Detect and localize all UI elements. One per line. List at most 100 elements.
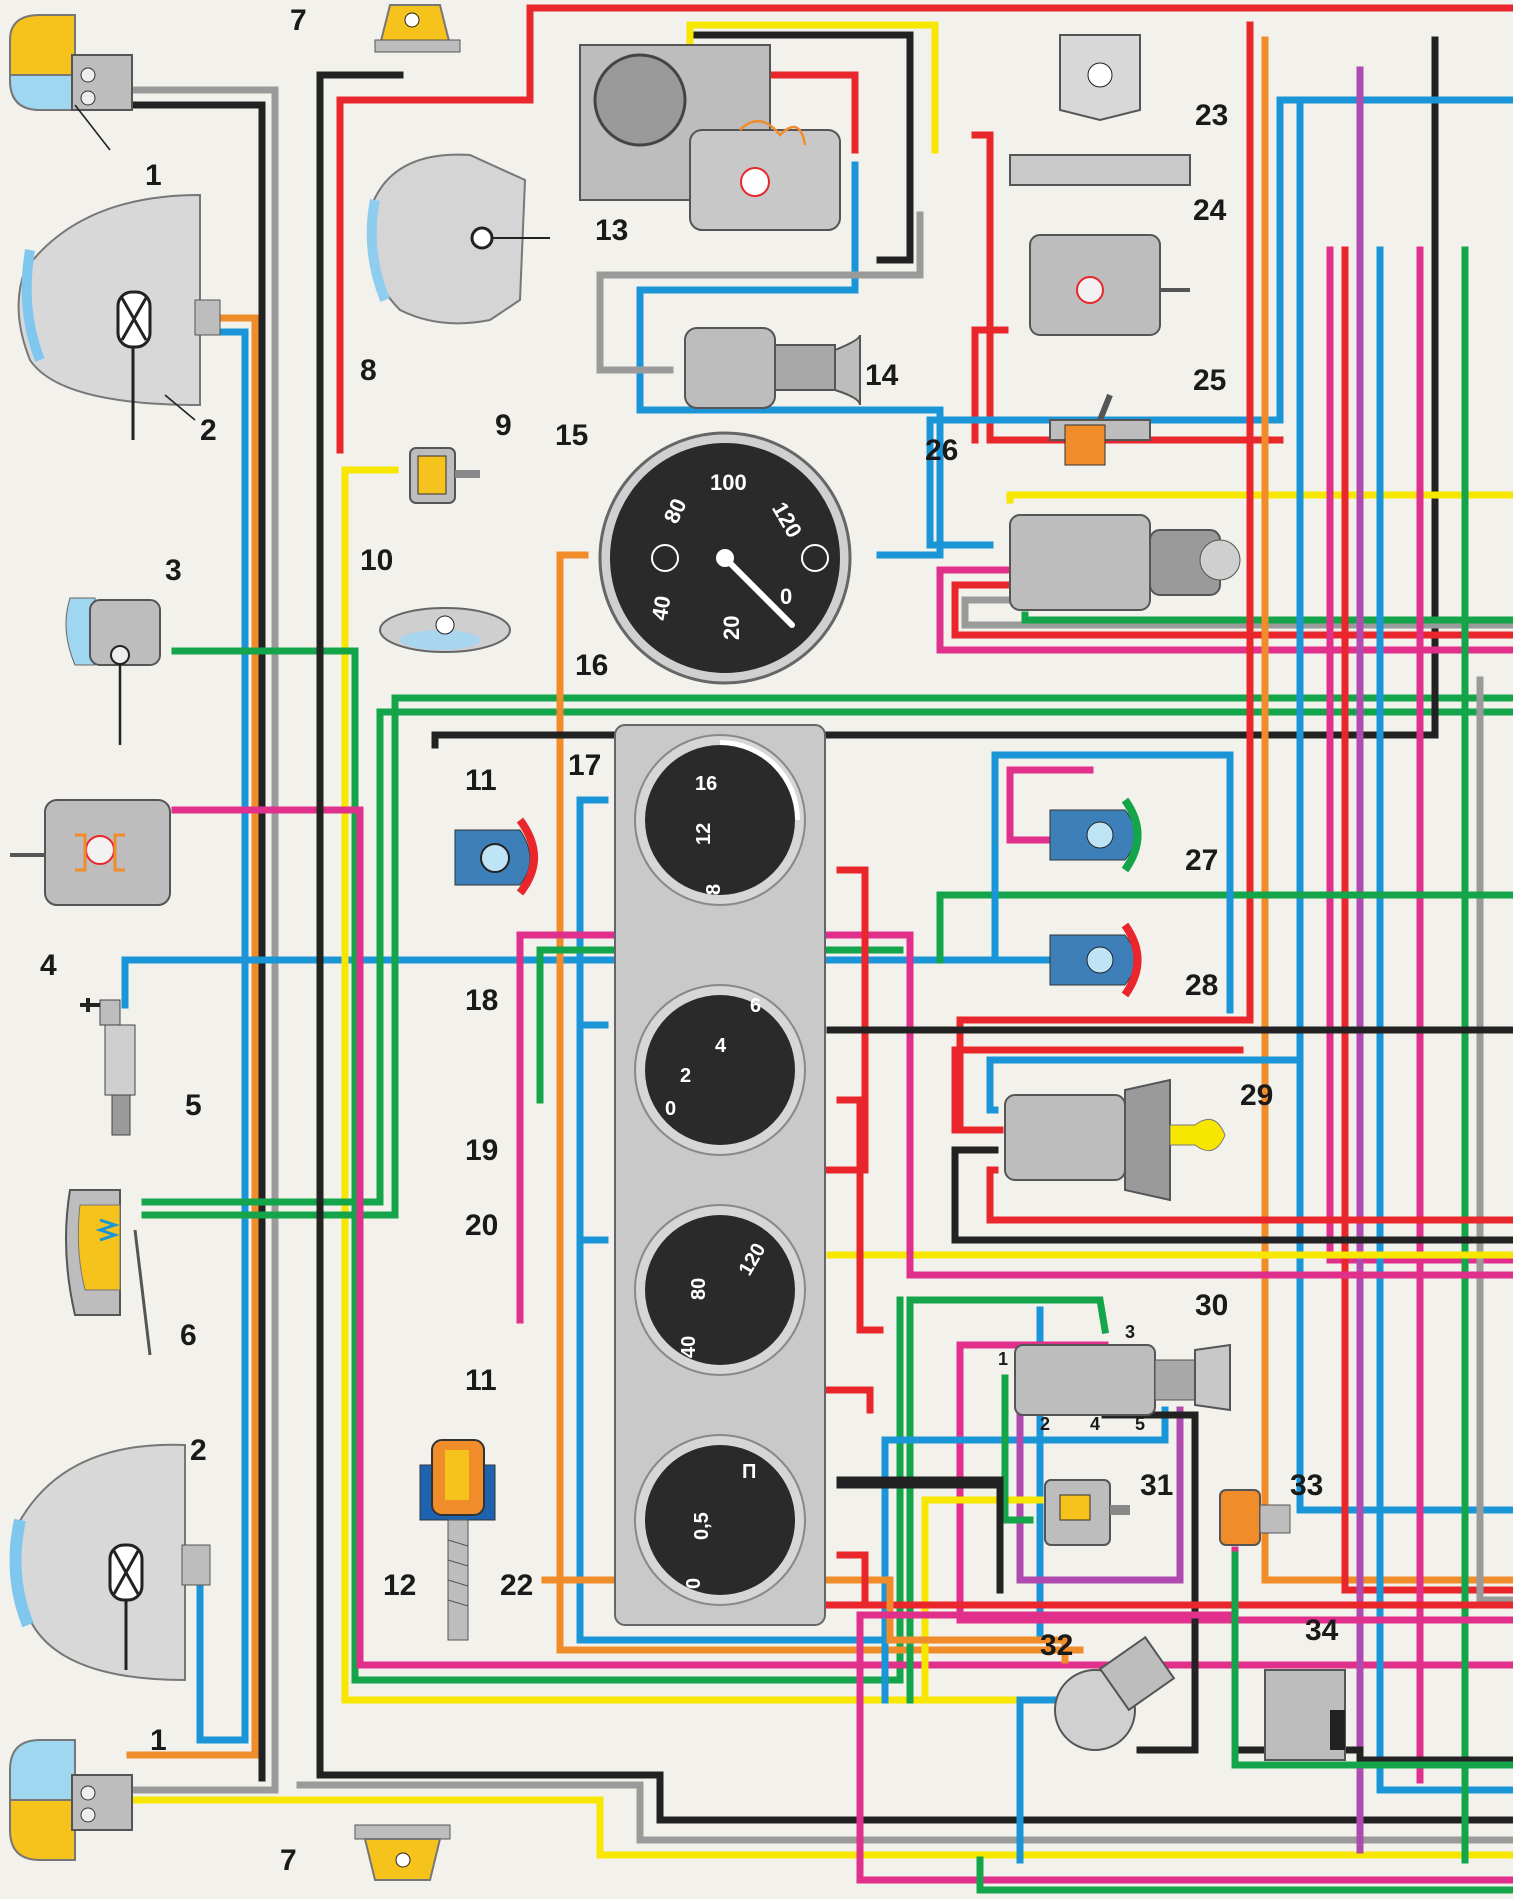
relay-6 [65,1189,152,1356]
pin-5: 5 [1135,1414,1145,1434]
wire-blue [1016,1696,1074,1864]
wire-pink [1006,766,1094,844]
callout-4: 4 [40,949,57,982]
callout-1-bottom: 1 [150,1724,167,1757]
speedometer-15: 0 20 40 80 100 120 [598,431,852,685]
wire-blue [121,956,249,1009]
callout-24: 24 [1193,194,1227,227]
callout-10: 10 [360,544,393,577]
callout-5: 5 [185,1089,202,1122]
switch-9 [409,447,480,504]
wire-orange [556,551,1084,1654]
ignition-switch-29 [1004,1078,1226,1202]
wire-red [741,71,859,154]
wire-green [1231,1551,1513,1769]
temp-mark-40: 40 [678,1336,700,1358]
callout-23: 23 [1195,99,1228,132]
callout-6: 6 [180,1319,197,1352]
callout-32: 32 [1040,1629,1073,1662]
wire-red [336,4,1513,454]
instrument-panel: 8 12 16 0 2 4 6 40 80 120 0 0,5 П [614,724,826,1626]
brake-switch-12 [419,1439,496,1641]
callout-27: 27 [1185,844,1218,877]
wire-pink [516,931,1513,1324]
wire-black [951,1146,1513,1244]
callout-11-top: 11 [465,764,497,797]
wire-green [906,1296,1110,1704]
oil-mark-0: 0 [665,1098,676,1120]
side-lamp-top [9,14,133,111]
wire-pink [936,566,1513,654]
wire-green [141,708,1513,1206]
oil-mark-6: 6 [750,995,761,1017]
switch-32 [1054,1635,1176,1751]
wire-blue [196,328,249,1744]
wire-green [1021,611,1513,624]
wire-red [1341,246,1513,1594]
callout-18: 18 [465,984,498,1017]
wire-red [836,1551,869,1609]
speed-mark-100: 100 [710,470,747,495]
wire-gray [126,86,279,1794]
callout-2-bottom: 2 [190,1434,207,1467]
fuel-mark-full: П [742,1461,756,1483]
ceiling-lamp-10 [379,607,511,653]
wire-blue [991,751,1234,1014]
wire-blue [1376,246,1513,1794]
wire-black [836,1476,1004,1594]
callout-8: 8 [360,354,377,387]
callout-16: 16 [575,649,608,682]
callout-3: 3 [165,554,182,587]
wire-green [141,694,1513,1219]
wire-gray [961,596,1513,629]
wire-gray-harness [596,211,924,374]
pin-1: 1 [998,1349,1008,1369]
wire-green [936,891,1513,964]
marker-lamp-7-top [374,4,461,53]
pin-4: 4 [1090,1414,1100,1434]
wire-blue [636,161,944,559]
wire-black [431,36,1439,749]
heater-motor [10,799,171,906]
wire-red [951,581,1513,639]
switch-31 [1044,1479,1130,1546]
callout-14: 14 [865,359,899,392]
speed-mark-40: 40 [647,594,676,622]
callout-9: 9 [495,409,512,442]
callout-12: 12 [383,1569,416,1602]
callout-labels: 1 2 3 4 5 6 2 1 7 7 8 9 10 11 11 12 13 1… [40,4,1339,1877]
speed-mark-0: 0 [780,584,792,609]
key-icon [1169,1118,1226,1152]
callout-17: 17 [568,749,601,782]
callout-22: 22 [500,1569,533,1602]
wiper-motor-13 [579,44,841,231]
callout-34: 34 [1305,1614,1339,1647]
callout-1-top: 1 [145,159,162,192]
callout-7-top: 7 [290,4,307,37]
wire-red [951,1046,1244,1134]
fuel-mark-half: 0,5 [691,1512,713,1540]
callout-28: 28 [1185,969,1218,1002]
side-lamp-bottom [9,1739,133,1861]
wire-gray [1476,676,1513,1604]
voltmeter-17: 8 12 16 [634,734,806,906]
callout-2-top: 2 [200,414,217,447]
wire-blue [576,1236,609,1329]
wire-yellow [686,21,939,154]
wire-yellow [131,1796,1513,1859]
volt-mark-8: 8 [703,884,725,895]
wire-black [126,101,266,1782]
switch-26 [1009,514,1241,611]
wire-blue [881,1406,1169,1704]
fuel-mark-0: 0 [683,1578,705,1589]
callout-31: 31 [1140,1469,1173,1502]
oil-mark-4: 4 [715,1035,727,1057]
callout-13: 13 [595,214,628,247]
relay-34 [1264,1669,1346,1761]
volt-mark-12: 12 [693,823,715,845]
speed-mark-20: 20 [719,616,744,640]
headlamp-top [17,193,221,440]
callout-20: 20 [465,1209,498,1242]
volt-mark-16: 16 [695,773,717,795]
